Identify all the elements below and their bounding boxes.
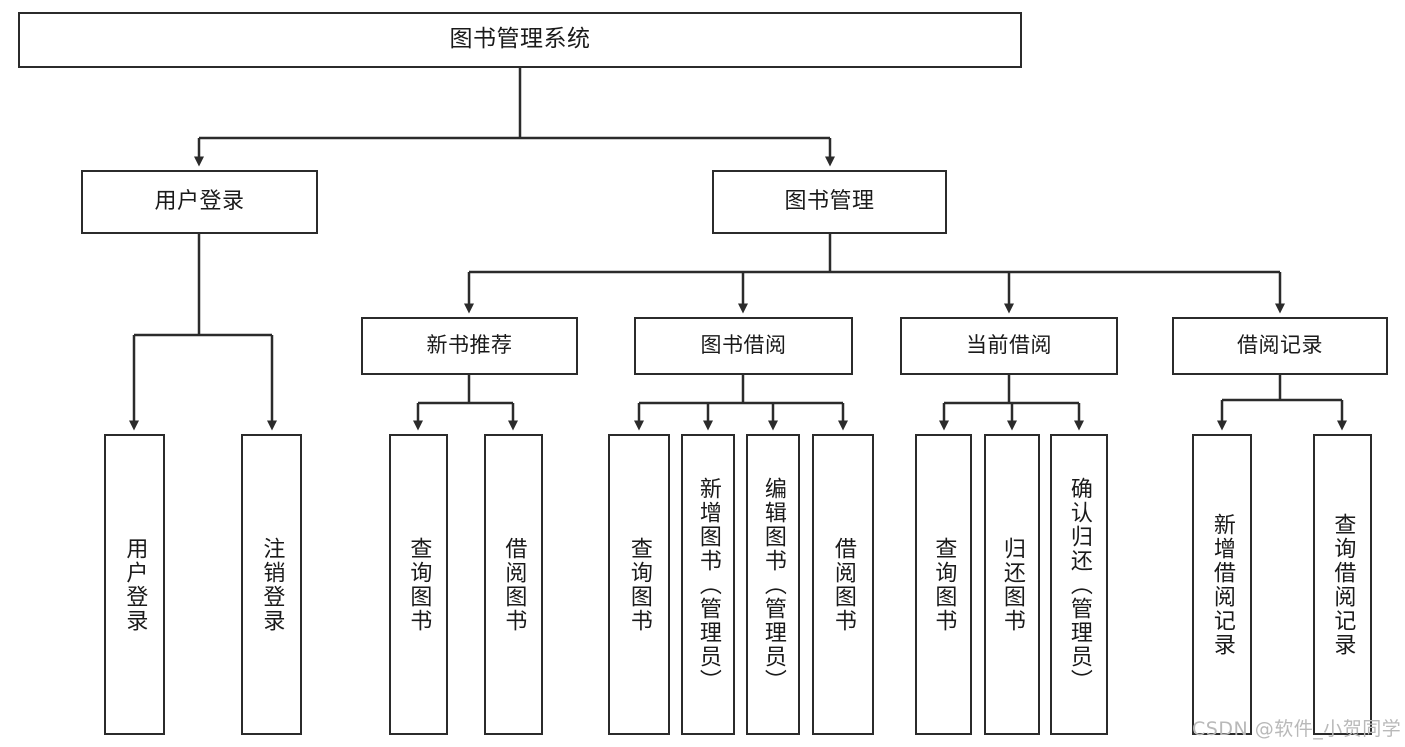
node-leaf-edit-book-admin-label: 编辑图书（管理员） [760, 476, 786, 693]
node-leaf-add-record-label: 新增借阅记录 [1209, 512, 1235, 657]
node-user-login[interactable]: 用户登录 [81, 170, 318, 234]
node-leaf-query-book-1-label: 查询图书 [406, 536, 432, 633]
node-leaf-query-record[interactable]: 查询借阅记录 [1313, 434, 1372, 735]
node-book-manage-label: 图书管理 [784, 188, 875, 214]
node-book-borrow[interactable]: 图书借阅 [634, 317, 853, 375]
node-leaf-edit-book-admin[interactable]: 编辑图书（管理员） [746, 434, 800, 735]
node-leaf-add-book-admin[interactable]: 新增图书（管理员） [681, 434, 735, 735]
csdn-watermark: CSDN @软件_小贺同学 [1192, 718, 1402, 740]
node-leaf-return-book-label: 归还图书 [999, 536, 1025, 633]
node-new-book-recommend-label: 新书推荐 [426, 333, 513, 358]
node-root-label: 图书管理系统 [449, 26, 591, 53]
node-leaf-borrow-book-2[interactable]: 借阅图书 [812, 434, 874, 735]
node-leaf-user-login-label: 用户登录 [122, 536, 148, 633]
node-leaf-borrow-book-1[interactable]: 借阅图书 [484, 434, 543, 735]
node-leaf-user-login[interactable]: 用户登录 [104, 434, 165, 735]
node-leaf-logout-label: 注销登录 [259, 536, 285, 633]
node-leaf-query-book-3-label: 查询图书 [931, 536, 957, 633]
node-leaf-add-book-admin-label: 新增图书（管理员） [695, 476, 721, 693]
node-leaf-borrow-book-2-label: 借阅图书 [830, 536, 856, 633]
node-leaf-add-record[interactable]: 新增借阅记录 [1192, 434, 1252, 735]
node-new-book-recommend[interactable]: 新书推荐 [361, 317, 578, 375]
node-borrow-record[interactable]: 借阅记录 [1172, 317, 1388, 375]
node-leaf-query-book-2-label: 查询图书 [626, 536, 652, 633]
node-leaf-logout[interactable]: 注销登录 [241, 434, 302, 735]
node-user-login-label: 用户登录 [154, 188, 245, 214]
node-leaf-return-book[interactable]: 归还图书 [984, 434, 1040, 735]
node-leaf-query-book-1[interactable]: 查询图书 [389, 434, 448, 735]
node-book-borrow-label: 图书借阅 [700, 333, 787, 358]
node-leaf-confirm-return-admin[interactable]: 确认归还（管理员） [1050, 434, 1108, 735]
node-root[interactable]: 图书管理系统 [18, 12, 1022, 68]
node-leaf-query-book-3[interactable]: 查询图书 [915, 434, 972, 735]
node-book-manage[interactable]: 图书管理 [712, 170, 947, 234]
node-current-borrow[interactable]: 当前借阅 [900, 317, 1118, 375]
node-leaf-borrow-book-1-label: 借阅图书 [501, 536, 527, 633]
node-leaf-query-book-2[interactable]: 查询图书 [608, 434, 670, 735]
node-leaf-confirm-return-admin-label: 确认归还（管理员） [1066, 476, 1092, 693]
node-borrow-record-label: 借阅记录 [1237, 333, 1323, 358]
node-current-borrow-label: 当前借阅 [966, 333, 1052, 358]
node-leaf-query-record-label: 查询借阅记录 [1330, 512, 1356, 657]
